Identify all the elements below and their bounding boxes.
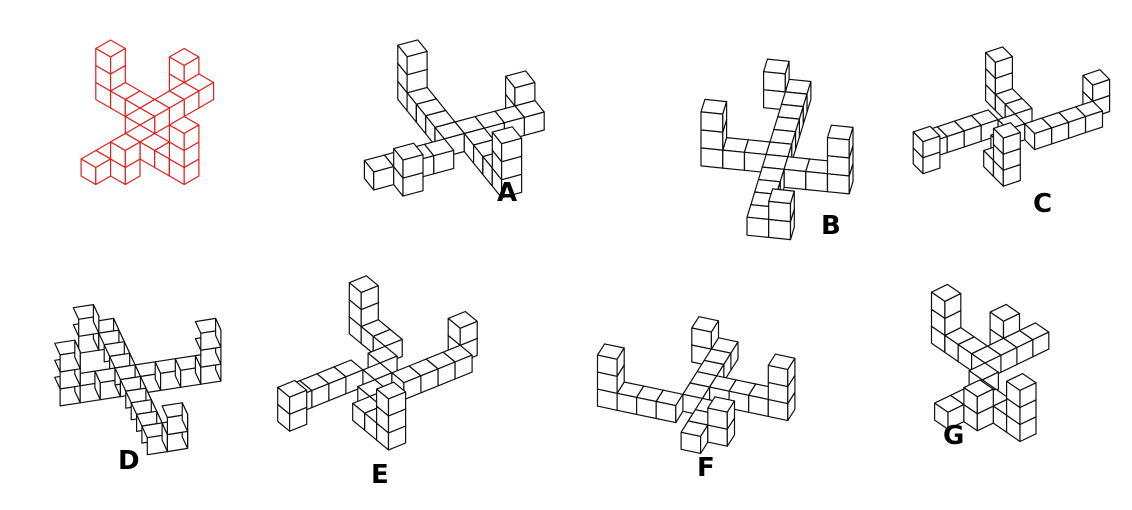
- figure-label-c: C: [1033, 191, 1052, 217]
- figure-label-a: A: [497, 180, 517, 206]
- reference-figure: [81, 40, 214, 185]
- figure-label-b: B: [821, 213, 841, 239]
- candidate-figure-a: [364, 40, 544, 198]
- candidate-figure-c: [913, 47, 1109, 186]
- candidate-figure-d: [55, 305, 221, 455]
- figure-label-e: E: [371, 462, 389, 488]
- figure-label-g: G: [943, 423, 964, 449]
- candidate-figure-e: [278, 276, 478, 450]
- figure-label-f: F: [697, 455, 715, 481]
- candidate-figure-g: [932, 284, 1049, 441]
- figure-label-d: D: [118, 448, 140, 474]
- candidate-figure-f: [598, 317, 795, 454]
